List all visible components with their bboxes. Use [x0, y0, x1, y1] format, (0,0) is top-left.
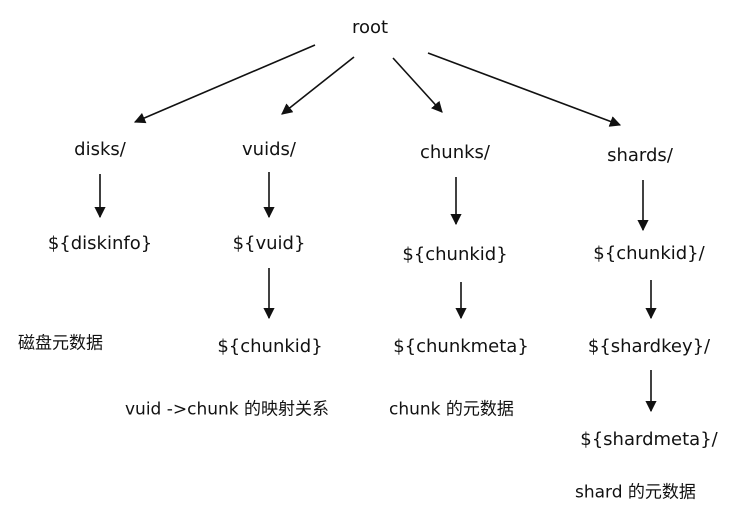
- node-shardkey: ${shardkey}/: [587, 336, 711, 357]
- edge-root-vuids: [281, 56, 355, 115]
- node-chunks: chunks/: [420, 142, 490, 163]
- caption-shard-meta: shard 的元数据: [575, 482, 696, 503]
- node-shards-chunkid: ${chunkid}/: [593, 243, 705, 264]
- caption-vuid-chunk-map: vuid ->chunk 的映射关系: [125, 399, 330, 420]
- node-shards: shards/: [607, 145, 673, 166]
- node-shardmeta: ${shardmeta}/: [580, 429, 718, 450]
- node-diskinfo: ${diskinfo}: [47, 233, 153, 254]
- node-disks: disks/: [74, 139, 126, 160]
- edge-root-shards: [427, 52, 622, 127]
- caption-disk-meta: 磁盘元数据: [18, 333, 103, 354]
- edge-root-chunks: [392, 57, 443, 113]
- node-vuid-chunkid: ${chunkid}: [217, 336, 323, 357]
- node-chunks-chunkid: ${chunkid}: [402, 244, 508, 265]
- edge-root-disks: [133, 44, 316, 124]
- node-vuid: ${vuid}: [232, 233, 306, 254]
- node-root: root: [351, 17, 389, 38]
- caption-chunk-meta: chunk 的元数据: [389, 399, 514, 420]
- node-vuids: vuids/: [242, 139, 296, 160]
- node-chunkmeta: ${chunkmeta}: [393, 336, 529, 357]
